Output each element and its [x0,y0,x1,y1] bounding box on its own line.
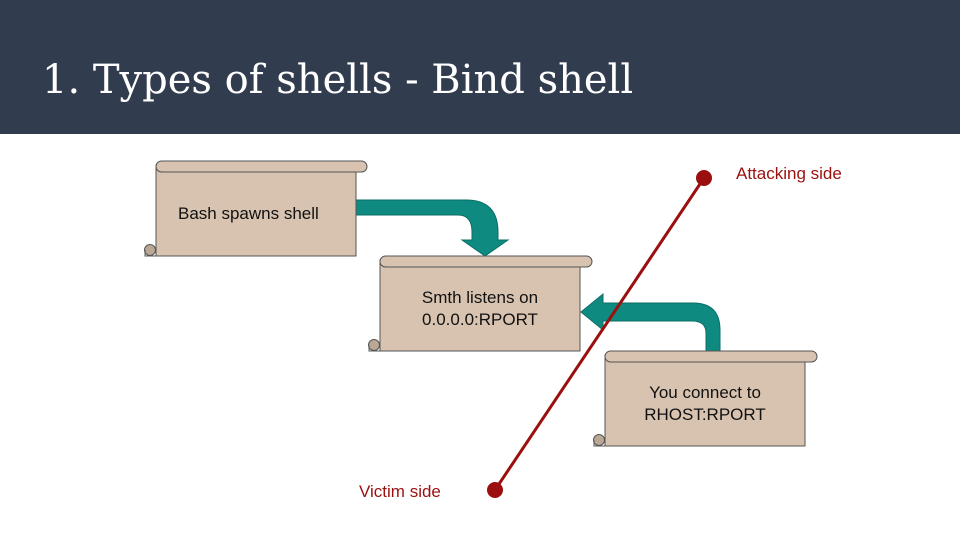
attacking-end-dot [696,170,712,186]
scroll-listener [368,255,593,352]
victim-end-dot [487,482,503,498]
scroll-bash-spawns [144,160,368,257]
step-connect-label: You connect to RHOST:RPORT [644,382,766,424]
arrow-spawn-to-listen-icon [355,199,510,257]
attacking-side-label: Attacking side [736,164,842,183]
arrow-connect-to-listen-icon [580,292,721,352]
side-divider-line [493,177,706,491]
title-bar: 1. Types of shells - Bind shell [0,0,960,134]
slide-title: 1. Types of shells - Bind shell [42,57,634,103]
step-listener-label: Smth listens on 0.0.0.0:RPORT [421,287,539,329]
scroll-connect [593,350,818,447]
victim-side-label: Victim side [359,482,441,501]
step-bash-spawns-label: Bash spawns shell [178,203,319,223]
